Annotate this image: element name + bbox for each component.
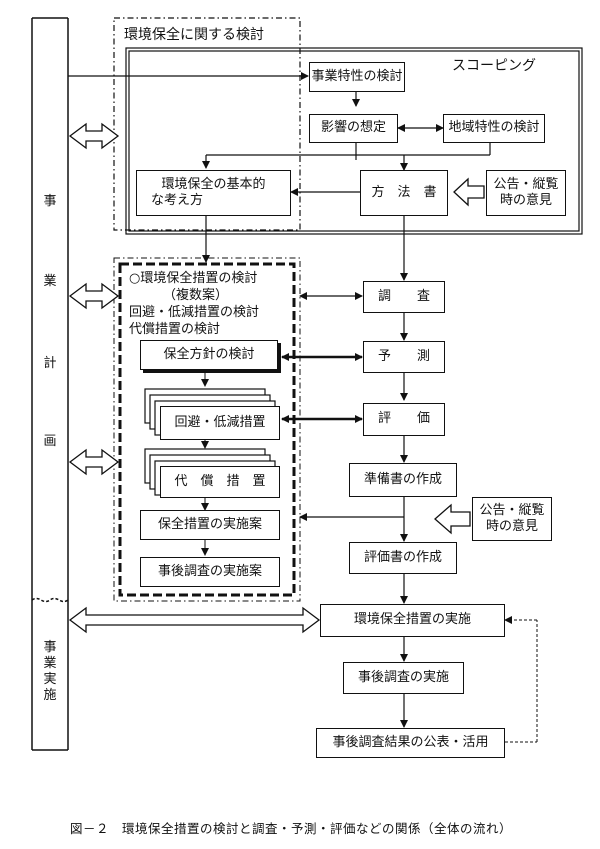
left-bar-planning-char-3: 計 xyxy=(43,356,57,371)
left-bar-impl-char-2: 業 xyxy=(43,656,57,671)
measures-review-heading: ○環境保全措置の検討 （複数案） 回避・低減措置の検討 代償措置の検討 xyxy=(129,271,260,337)
double-arrow-3 xyxy=(68,448,120,476)
double-arrow-long xyxy=(68,606,321,634)
conservation-policy-box: 保全方針の検討 xyxy=(140,340,278,370)
hollow-arrow-2 xyxy=(434,503,471,535)
env-review-frame xyxy=(113,17,301,231)
publication-box: 事後調査結果の公表・活用 xyxy=(316,728,505,758)
evaluation-box: 評 価 xyxy=(363,403,445,436)
left-bar-planning-char-4: 画 xyxy=(43,434,57,449)
left-bar-planning-char-1: 事 xyxy=(43,194,57,209)
scoping-frame xyxy=(125,47,583,235)
left-bar-planning-char-2: 業 xyxy=(43,274,57,289)
left-bar-impl-char-4: 施 xyxy=(43,688,57,703)
public-notice-1-box: 公告・縦覧 時の意見 xyxy=(486,170,566,216)
figure-caption: 図－２ 環境保全措置の検討と調査・予測・評価などの関係（全体の流れ） xyxy=(70,821,513,836)
env-review-title: 環境保全に関する検討 xyxy=(124,27,264,43)
double-arrow-2 xyxy=(68,282,120,310)
impact-assumption-box: 影響の想定 xyxy=(309,114,398,143)
public-notice-2-box: 公告・縦覧 時の意見 xyxy=(472,497,552,541)
followup-survey-box: 事後調査の実施 xyxy=(343,662,464,694)
scoping-title: スコーピング xyxy=(452,58,536,74)
conservation-plan-box: 保全措置の実施案 xyxy=(140,510,280,540)
double-arrow-1 xyxy=(68,122,120,150)
method-document-box: 方 法 書 xyxy=(360,170,448,216)
regional-characteristics-box: 地域特性の検討 xyxy=(443,114,545,143)
hollow-arrow-1 xyxy=(453,177,485,207)
preparatory-doc-box: 準備書の作成 xyxy=(349,463,457,497)
feedback-dashed-arrow xyxy=(504,616,538,743)
followup-plan-box: 事後調査の実施案 xyxy=(140,557,280,587)
evaluation-doc-box: 評価書の作成 xyxy=(349,542,457,574)
forecast-box: 予 測 xyxy=(363,341,445,373)
left-bar-impl-char-1: 事 xyxy=(43,640,57,655)
left-bar xyxy=(31,17,69,751)
avoid-reduce-box: 回避・低減措置 xyxy=(160,406,280,440)
implementation-box: 環境保全措置の実施 xyxy=(320,604,505,637)
project-characteristics-box: 事業特性の検討 xyxy=(309,62,405,92)
left-bar-impl-char-3: 実 xyxy=(43,672,57,687)
measures-review-frame xyxy=(113,257,301,602)
basic-concept-box: 環境保全の基本的 な考え方 xyxy=(136,170,291,216)
compensation-box: 代 償 措 置 xyxy=(160,466,280,498)
survey-box: 調 査 xyxy=(363,281,445,313)
